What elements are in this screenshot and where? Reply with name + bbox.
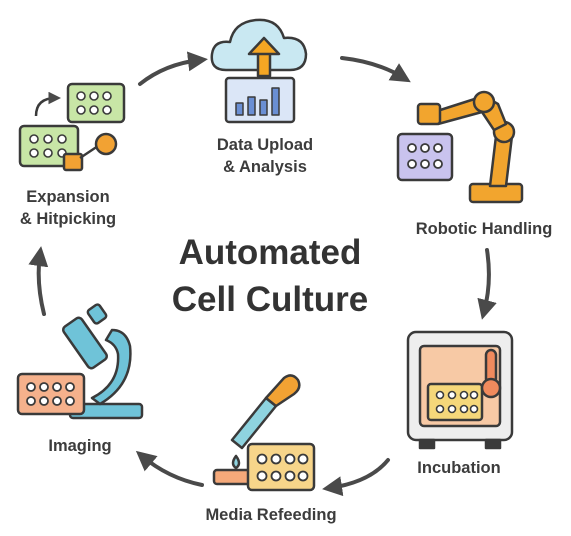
chart-bar-1 [235, 102, 244, 116]
robot-plate-wells [407, 143, 443, 169]
drop-shape [231, 454, 241, 470]
step-label-expansion: Expansion & Hitpicking [19, 188, 117, 228]
picker-block [62, 152, 84, 172]
step-label-imaging: Imaging [48, 437, 112, 455]
cloud-upload-chart-icon [210, 18, 308, 124]
chart-bar-3 [259, 99, 268, 116]
title-line-2: Cell Culture [171, 280, 369, 319]
microscope-arm [90, 328, 132, 406]
refeed-plate [246, 442, 316, 492]
arrow-imaging-to-expansion [28, 246, 49, 316]
imaging-plate [16, 372, 86, 416]
incubator-plate-wells [435, 390, 479, 414]
refeed-plate-wells [256, 453, 309, 482]
step-label-data-upload: Data Upload & Analysis [216, 136, 314, 176]
robot-gripper [416, 102, 442, 126]
chart-bar-2 [247, 96, 256, 116]
arrow-incubation-to-refeeding [322, 458, 390, 497]
microscope-tube [61, 316, 109, 370]
incubator-foot-left [418, 438, 436, 450]
incubator-foot-right [484, 438, 502, 450]
step-label-robotic-handling: Robotic Handling [415, 220, 553, 238]
dropper-tube [230, 396, 278, 450]
title-line-1: Automated [178, 233, 362, 272]
dropper-bulb [264, 374, 301, 408]
step-label-incubation: Incubation [417, 459, 501, 477]
robot-held-plate [396, 132, 454, 182]
picker-rod [79, 144, 99, 160]
robot-lower-arm [488, 134, 514, 188]
microscope-eyepiece [86, 303, 108, 325]
incubator-thermometer-icon [406, 330, 514, 450]
plate-bottom-wells [29, 134, 67, 158]
thermometer-bulb [480, 377, 502, 399]
arrow-expansion-to-upload [138, 51, 208, 86]
arrow-upload-to-robotic [340, 56, 411, 83]
upload-arrow-head [247, 36, 281, 56]
picker-head [94, 132, 118, 156]
chart-bar-4 [271, 87, 280, 116]
robot-arm-plate-icon [396, 90, 524, 204]
diagram-title: Automated Cell Culture [120, 229, 420, 323]
plate-top [66, 82, 126, 124]
dropper-plate-icon [212, 374, 316, 492]
microscope-plate-icon [16, 303, 144, 420]
step-label-media-refeeding: Media Refeeding [205, 506, 337, 524]
plates-transfer-icon [18, 82, 126, 172]
arrow-refeeding-to-imaging [135, 450, 204, 487]
plate-top-wells [76, 91, 112, 115]
robot-shoulder-joint [472, 90, 496, 114]
transfer-curved-arrow-icon [34, 91, 61, 117]
arrow-robotic-to-incubation [477, 248, 497, 320]
incubator-plate [426, 382, 484, 422]
imaging-plate-wells [26, 382, 75, 406]
cycle-arrows [28, 51, 497, 497]
